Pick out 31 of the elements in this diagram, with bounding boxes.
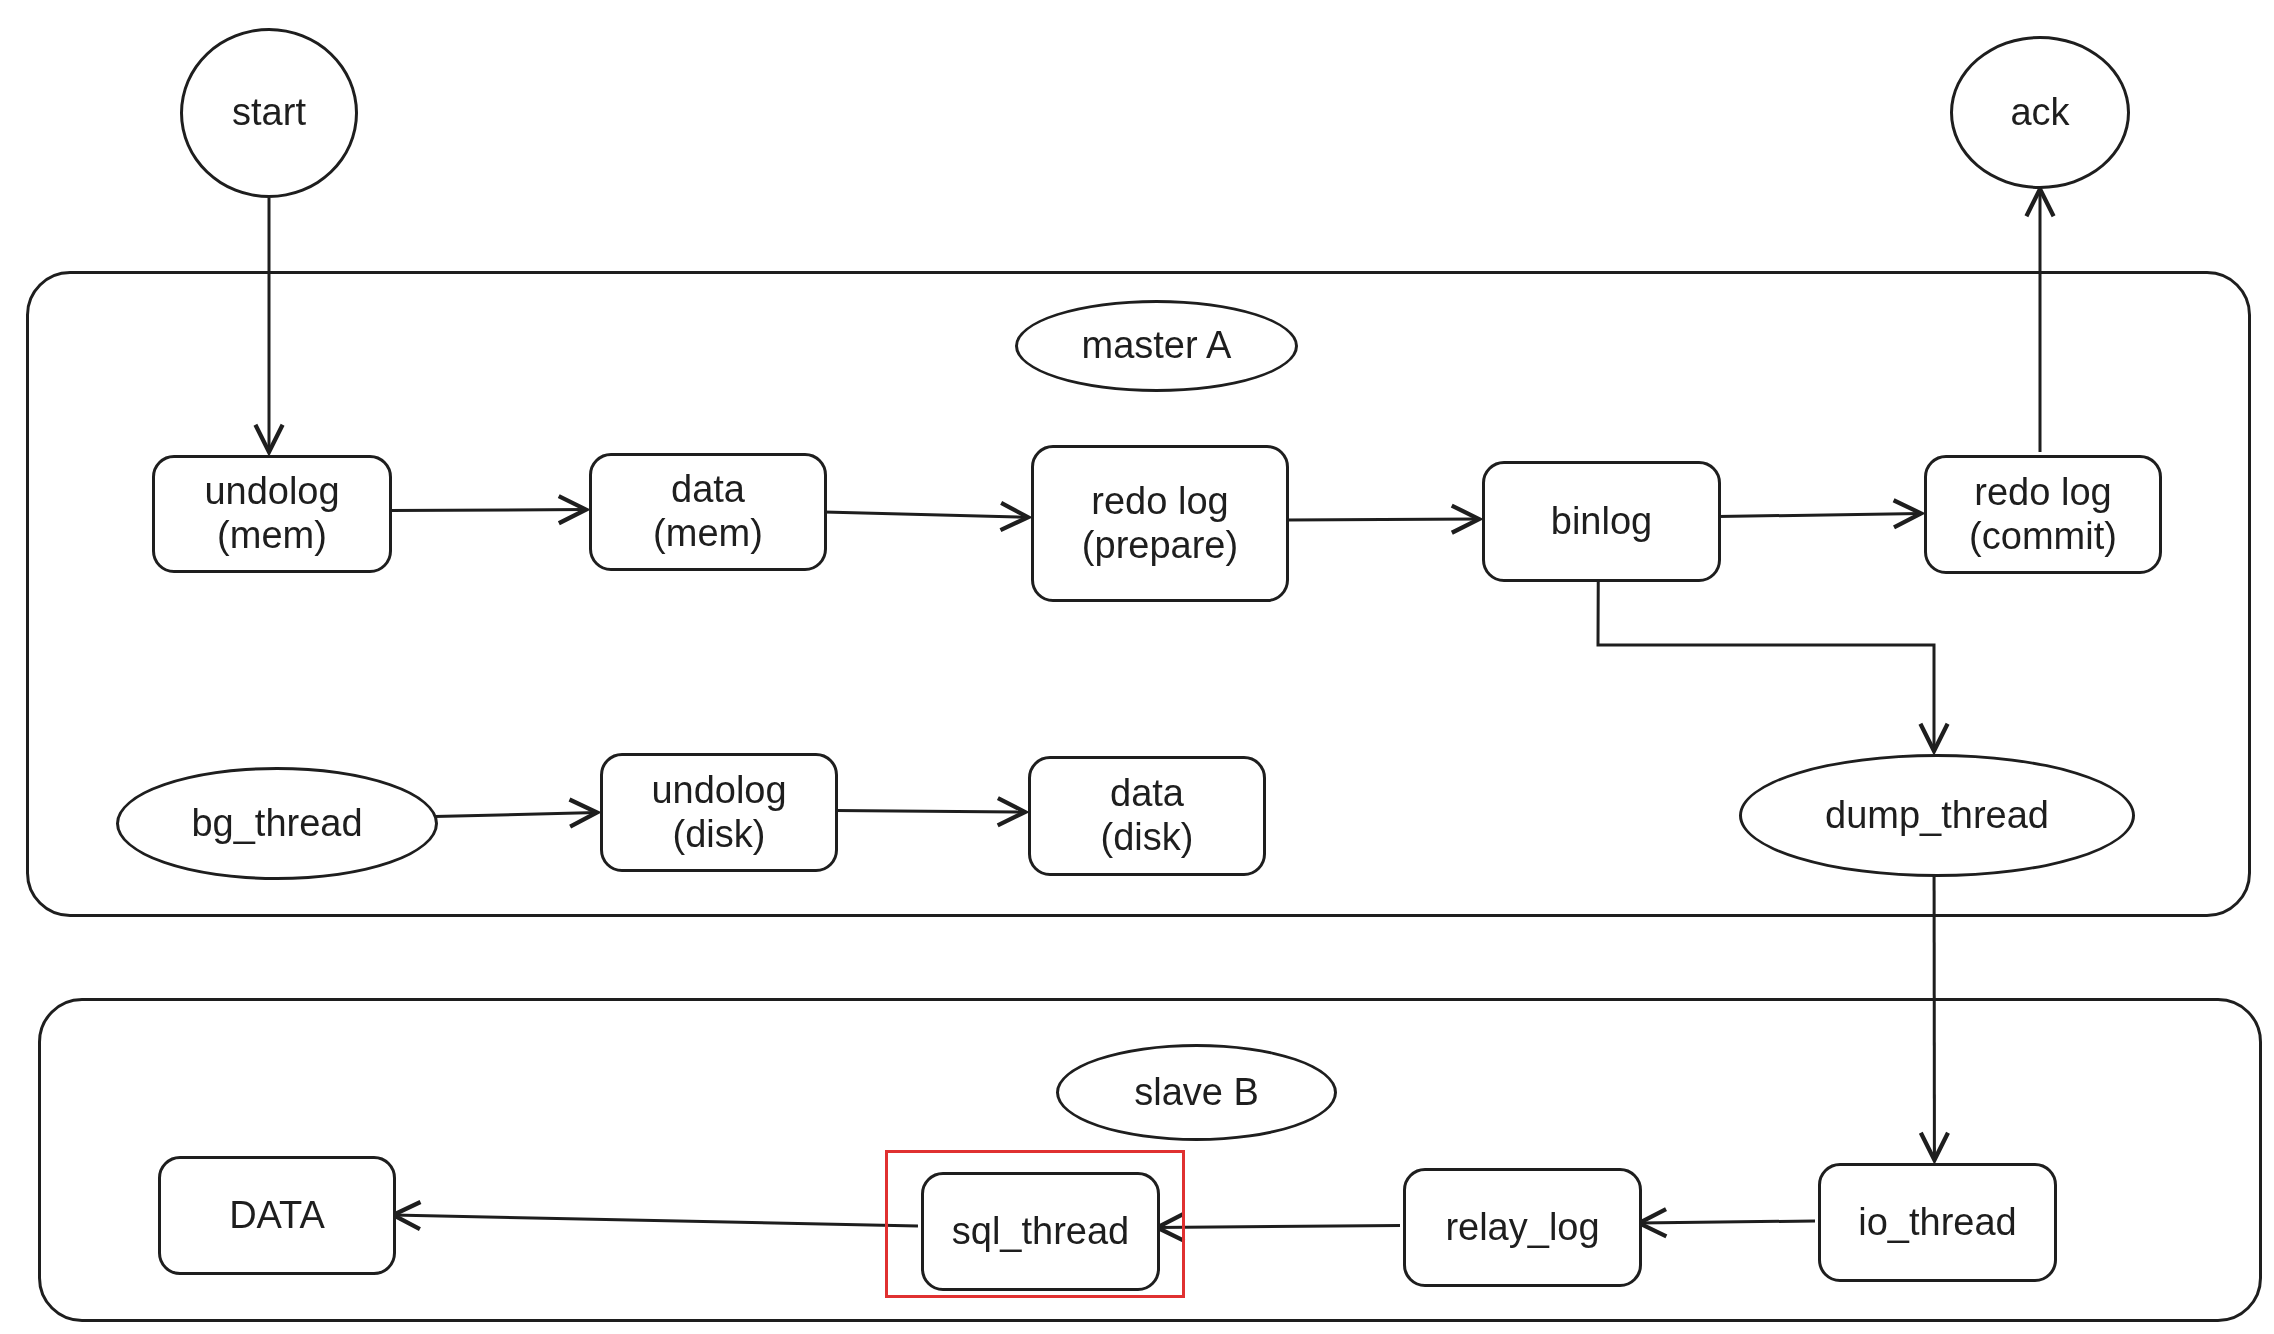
node-label: io_thread [1858,1200,2017,1245]
node-label: slave B [1134,1070,1259,1115]
group-frame [26,271,2251,917]
process-box [589,453,827,571]
arrow [253,198,285,455]
node-label: bg_thread [191,801,363,846]
node-label: ack [2010,90,2070,135]
node-label: binlog [1550,499,1653,544]
process-box [152,455,392,573]
process-box [921,1172,1160,1291]
process-box [1403,1168,1642,1287]
node-label: relay_log [1445,1205,1600,1250]
group-frame [38,998,2262,1322]
process-box [1031,445,1289,602]
node-label: redo log (prepare) [1080,479,1240,568]
process-box [1028,756,1266,876]
node-label: dump_thread [1825,793,2049,838]
node-label: sql_thread [951,1209,1130,1254]
process-box [1818,1163,2057,1282]
process-box [1482,461,1721,582]
node-label: DATA [229,1193,325,1238]
process-box [1924,455,2162,574]
node-label: redo log (commit) [1968,470,2118,559]
node-label: start [232,91,306,135]
node-label: undolog (disk) [650,768,788,857]
process-box [158,1156,396,1275]
node-label: data (disk) [1099,772,1195,860]
process-box [600,753,838,872]
node-label: undolog (mem) [203,470,341,558]
node-label: data (mem) [652,468,764,556]
node-label: master A [1081,324,1232,368]
